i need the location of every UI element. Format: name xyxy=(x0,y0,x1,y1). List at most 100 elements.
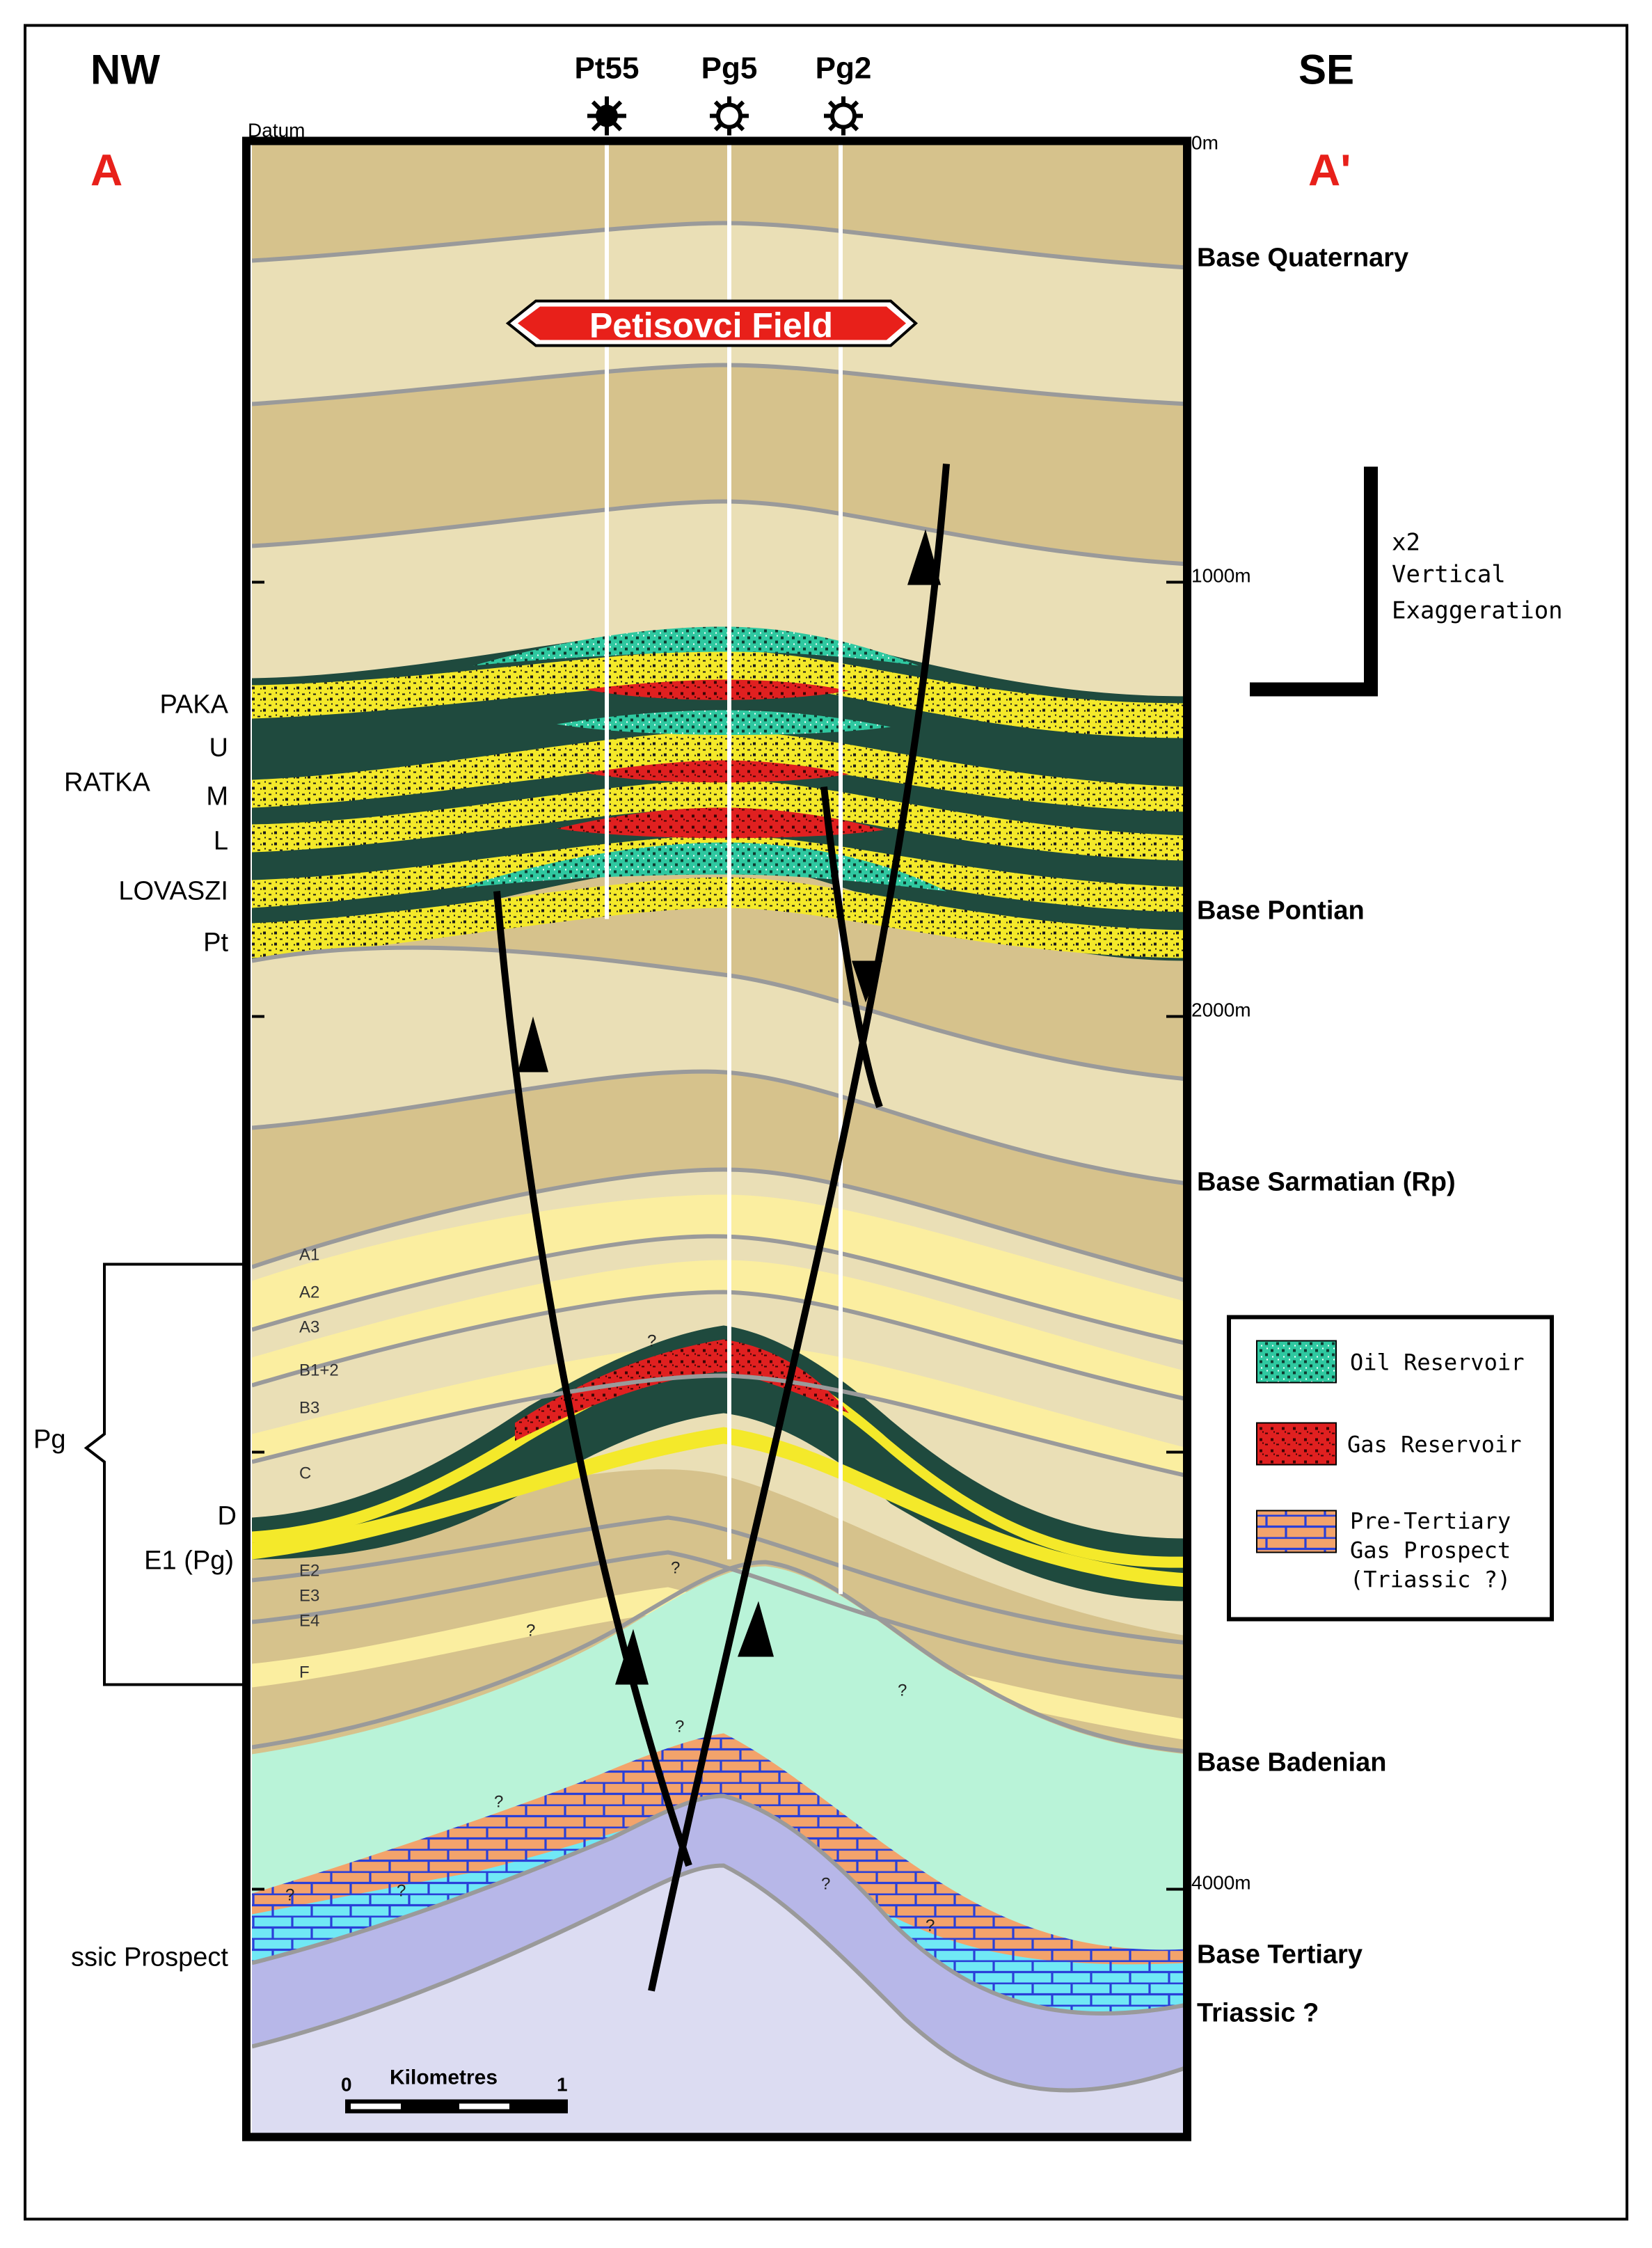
scale-one: 1 xyxy=(557,2074,568,2096)
exaggeration-indicator: x2 Vertical Exaggeration xyxy=(1250,466,1563,697)
question-marks: ? ? ? ? ? ? ? ? ? ? xyxy=(285,1332,935,1936)
oil-upper xyxy=(557,710,891,736)
qmark: ? xyxy=(397,1882,406,1901)
pg-reservoir-band xyxy=(252,1325,1187,1601)
well-name-pg2: Pg2 xyxy=(816,52,872,86)
exag-x2: x2 xyxy=(1392,529,1420,557)
qmark: ? xyxy=(285,1886,294,1905)
cross-section-panel: ? ? ? ? ? ? ? ? ? ? A1 A2 A3 B1+2 B3 C E… xyxy=(252,143,1187,2137)
qmark: ? xyxy=(494,1793,503,1812)
sand-l xyxy=(252,779,1187,861)
legend-gas-swatch xyxy=(1256,1422,1337,1466)
inner-horizon-labels: A1 A2 A3 B1+2 B3 C E2 E3 E4 F xyxy=(299,1246,339,1682)
f-yellow-band xyxy=(252,1587,1187,1741)
label-c: C xyxy=(299,1464,311,1483)
arrow-right-up xyxy=(907,529,941,585)
legend-pre-line1: Pre-Tertiary xyxy=(1350,1508,1511,1535)
qmark: ? xyxy=(675,1718,684,1736)
label-a-left: A xyxy=(90,145,122,196)
legend-pretertiary-swatch xyxy=(1256,1510,1337,1553)
label-b12: B1+2 xyxy=(299,1361,339,1380)
gas-upper xyxy=(585,679,849,700)
sand-ratka xyxy=(252,731,1187,812)
label-ratka: RATKA xyxy=(64,768,151,798)
label-datum: Datum xyxy=(248,120,305,141)
label-m: M xyxy=(206,782,228,812)
scale-zero: 0 xyxy=(341,2074,352,2096)
band-light-3 xyxy=(252,947,1187,1184)
well-name-pg5: Pg5 xyxy=(701,52,758,86)
well-markers: Pt55 Pg5 Pg2 xyxy=(575,52,872,136)
label-e2: E2 xyxy=(299,1562,319,1581)
arrow-left-up xyxy=(518,1016,548,1072)
label-triassic: Triassic ? xyxy=(1197,1999,1319,2028)
fault-left xyxy=(493,891,692,1867)
label-base-tertiary: Base Tertiary xyxy=(1197,1940,1363,1970)
label-e1: E1 (Pg) xyxy=(144,1546,234,1576)
left-strat-labels: PAKA U RATKA M L LOVASZI Pt Pg D E1 (Pg)… xyxy=(33,690,237,1972)
legend: Oil Reservoir Gas Reservoir Pre-Tertiary… xyxy=(1227,1315,1554,1622)
right-horizon-labels: Base Quaternary Base Pontian Base Sarmat… xyxy=(1197,244,1456,2028)
fault-right-main xyxy=(648,464,950,1992)
label-pg: Pg xyxy=(33,1425,65,1455)
label-lovaszi: LOVASZI xyxy=(118,877,228,906)
gas-middle xyxy=(585,760,849,783)
pale-lavender-layer xyxy=(252,1865,1187,2137)
label-paka: PAKA xyxy=(159,690,228,720)
label-b3: B3 xyxy=(299,1399,319,1418)
sand-paka xyxy=(252,650,1187,738)
fault-lines xyxy=(493,464,950,1992)
field-title: Petisovci Field xyxy=(589,306,833,345)
label-base-sarmatian: Base Sarmatian (Rp) xyxy=(1197,1168,1456,1197)
label-se: SE xyxy=(1298,47,1354,93)
field-title-banner: Petisovci Field xyxy=(505,299,919,347)
oil-well-icon xyxy=(587,96,626,136)
depth-4000m: 4000m xyxy=(1191,1872,1251,1894)
pg-yellow-lower xyxy=(252,1427,1187,1588)
band-yellow-1 xyxy=(252,1194,1187,1344)
depth-ticks xyxy=(252,580,1187,1891)
legend-pre-line2: Gas Prospect xyxy=(1350,1537,1511,1564)
qmark: ? xyxy=(671,1559,680,1578)
qmark: ? xyxy=(526,1622,535,1640)
label-a3: A3 xyxy=(299,1318,319,1337)
oil-lower xyxy=(459,842,946,892)
label-u: U xyxy=(209,734,228,763)
oil-top xyxy=(473,626,919,666)
scale-bar: Kilometres 0 1 xyxy=(341,2066,568,2114)
legend-oil-swatch xyxy=(1256,1340,1337,1384)
label-triassic-prospect: ssic Prospect xyxy=(71,1943,228,1972)
label-nw: NW xyxy=(90,47,160,93)
fault-right-splay xyxy=(820,786,883,1109)
label-a-right: A' xyxy=(1308,145,1351,196)
gas-well-icon xyxy=(710,96,749,136)
scale-label: Kilometres xyxy=(390,2066,498,2089)
label-base-badenian: Base Badenian xyxy=(1197,1748,1386,1778)
horizon-lines xyxy=(252,221,1187,2093)
depth-2000m: 2000m xyxy=(1191,999,1251,1021)
label-e4: E4 xyxy=(299,1612,319,1631)
label-a2: A2 xyxy=(299,1283,319,1302)
arrow-splay-down xyxy=(852,960,882,1003)
label-base-pontian: Base Pontian xyxy=(1197,896,1365,926)
depth-0m: 0m xyxy=(1191,132,1218,154)
arrow-right-lower xyxy=(738,1601,774,1657)
pg-bracket xyxy=(84,1262,244,1686)
fault-arrows xyxy=(518,529,941,1685)
sand-pt xyxy=(252,877,1187,958)
arrow-left-lower xyxy=(615,1629,649,1685)
well-lines xyxy=(605,143,843,1594)
band-yellow-2 xyxy=(252,1260,1187,1400)
qmark: ? xyxy=(647,1332,656,1351)
pg-gas-zone xyxy=(515,1339,849,1441)
label-e3: E3 xyxy=(299,1587,319,1606)
label-pt: Pt xyxy=(203,928,228,958)
label-l: L xyxy=(214,827,228,856)
well-name-pt55: Pt55 xyxy=(575,52,640,86)
panel-border xyxy=(242,136,1191,2142)
exag-vertical: Vertical xyxy=(1392,561,1506,589)
legend-pre-line3: (Triassic ?) xyxy=(1350,1567,1511,1593)
label-base-quaternary: Base Quaternary xyxy=(1197,244,1408,273)
